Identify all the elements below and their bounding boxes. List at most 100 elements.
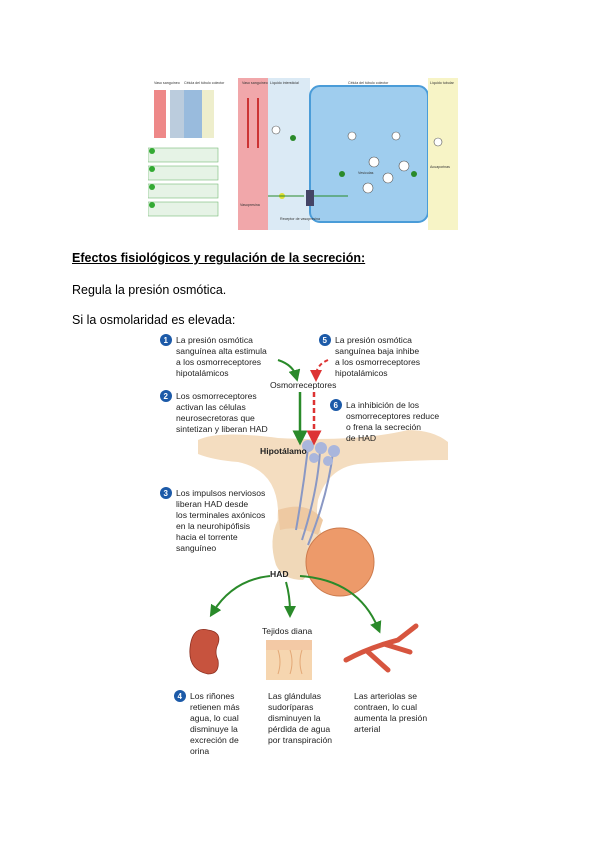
vesicle bbox=[398, 160, 410, 172]
arrow-to-kidney bbox=[209, 575, 271, 618]
hypothalamus-label: Hipotálamo bbox=[260, 446, 307, 456]
arrow-to-arterioles bbox=[299, 575, 382, 634]
step-2-number: 2 bbox=[164, 392, 169, 401]
skin-top bbox=[266, 640, 312, 650]
label-vaso: Vaso sanguíneo bbox=[154, 81, 180, 85]
step-2-badge bbox=[160, 390, 172, 402]
step-1-line: hipotalámicos bbox=[176, 368, 229, 378]
glands-line: sudoríparas bbox=[268, 702, 313, 712]
arrow-to-glands bbox=[283, 581, 296, 618]
step-4-number: 4 bbox=[178, 692, 183, 701]
osmoreceptors-label: Osmorreceptores bbox=[270, 380, 336, 390]
neuron-body bbox=[323, 456, 333, 466]
step-6-line: de HAD bbox=[346, 433, 376, 443]
hypothalamus-shape bbox=[198, 430, 448, 559]
label-interstitial: Líquido intersticial bbox=[270, 81, 299, 85]
step-1-line: La presión osmótica bbox=[176, 335, 253, 345]
label-cell: Célula del túbulo colector bbox=[348, 81, 389, 85]
vesicle bbox=[362, 182, 374, 194]
step-1-number: 1 bbox=[164, 336, 169, 345]
blood-vessel bbox=[238, 78, 268, 230]
step-2-line: neurosecretoras que bbox=[176, 413, 255, 423]
step-6-line: La inhibición de los bbox=[346, 400, 419, 410]
mini-interstitial bbox=[170, 90, 184, 138]
arrow-red-to-osmo bbox=[310, 359, 329, 382]
step-5-line: a los osmorreceptores bbox=[335, 357, 420, 367]
paragraph-osmotic: Regula la presión osmótica. bbox=[72, 283, 227, 297]
label-receptor: Receptor de vasopresina bbox=[280, 217, 320, 221]
step-dot-2 bbox=[149, 166, 155, 172]
step-6-badge bbox=[330, 399, 342, 411]
kidney-icon bbox=[189, 629, 220, 675]
glands-line: disminuyen la bbox=[268, 713, 321, 723]
water-molecule bbox=[433, 137, 443, 147]
arterioles-line: Las arteriolas se bbox=[354, 691, 417, 701]
glands-text: Las glándulas sudoríparas disminuyen la … bbox=[268, 691, 333, 745]
step-4-line: orina bbox=[190, 746, 209, 756]
step-box-1 bbox=[148, 147, 219, 163]
step-3-line: hacia el torrente bbox=[176, 532, 238, 542]
label-tubular: Líquido tubular bbox=[430, 81, 455, 85]
axon bbox=[295, 447, 309, 531]
gland-ducts bbox=[277, 649, 303, 675]
mini-cell bbox=[184, 90, 202, 138]
step-3-line: los terminales axónicos bbox=[176, 510, 265, 520]
label-celula: Célula del túbulo colector bbox=[184, 81, 225, 85]
step-5-number: 5 bbox=[323, 336, 328, 345]
neuron-body bbox=[309, 453, 319, 463]
step-1-badge bbox=[160, 334, 172, 346]
tubular-fluid bbox=[428, 78, 458, 230]
step-3-number: 3 bbox=[164, 489, 169, 498]
step-4-line: agua, lo cual bbox=[190, 713, 239, 723]
paragraph-osmolarity: Si la osmolaridad es elevada: bbox=[72, 313, 236, 327]
stalk bbox=[278, 506, 323, 535]
step-4-badge bbox=[174, 690, 186, 702]
step-3-line: sanguíneo bbox=[176, 543, 216, 553]
water-molecule bbox=[271, 125, 281, 135]
step-dot-4 bbox=[149, 202, 155, 208]
step-3-text: Los impulsos nerviosos liberan HAD desde… bbox=[176, 488, 268, 553]
step-box-3 bbox=[148, 183, 219, 199]
step-box-4 bbox=[148, 201, 219, 217]
label-vessel: Vaso sanguíneo bbox=[242, 81, 268, 85]
step-box-2 bbox=[148, 165, 219, 181]
had-regulation-diagram: 1 La presión osmótica sanguínea alta est… bbox=[160, 334, 448, 756]
tubule-cell bbox=[309, 85, 429, 223]
interstitial-fluid bbox=[268, 78, 310, 230]
glands-line: por transpiración bbox=[268, 735, 332, 745]
neuron-body bbox=[315, 442, 327, 454]
step-2-line: activan las células bbox=[176, 402, 246, 412]
skin-gland-icon bbox=[266, 640, 312, 680]
step-3-line: en la neurohipófisis bbox=[176, 521, 250, 531]
label-acuaporinas: Acuaporinas bbox=[430, 165, 450, 169]
neurohypophysis bbox=[272, 520, 310, 580]
glands-line: Las glándulas bbox=[268, 691, 321, 701]
step-5-line: sanguínea baja inhibe bbox=[335, 346, 419, 356]
receptor-shape bbox=[306, 190, 314, 206]
step-6-line: osmorreceptores reduce bbox=[346, 411, 439, 421]
step-5-badge bbox=[319, 334, 331, 346]
step-2-line: sintetizan y liberan HAD bbox=[176, 424, 268, 434]
mini-lumen bbox=[202, 90, 214, 138]
section-heading: Efectos fisiológicos y regulación de la … bbox=[72, 251, 366, 265]
step-dot-1 bbox=[149, 148, 155, 154]
neuron-body bbox=[328, 445, 340, 457]
arrow-green-to-osmo bbox=[277, 359, 301, 382]
step-4-text: Los riñones retienen más agua, lo cual d… bbox=[190, 691, 242, 756]
arterioles-line: aumenta la presión bbox=[354, 713, 427, 723]
step-2-line: Los osmorreceptores bbox=[176, 391, 257, 401]
step-6-text: La inhibición de los osmorreceptores red… bbox=[346, 400, 442, 443]
arterioles-line: arterial bbox=[354, 724, 380, 734]
vesicle bbox=[368, 156, 380, 168]
step-1-line: sanguínea alta estimula bbox=[176, 346, 267, 356]
label-vasopresina: Vasopresina bbox=[240, 203, 260, 207]
vesicle bbox=[382, 172, 394, 184]
mini-vessel bbox=[154, 90, 166, 138]
arterioles-line: contraen, lo cual bbox=[354, 702, 417, 712]
step-5-line: hipotalámicos bbox=[335, 368, 388, 378]
arterioles-text: Las arteriolas se contraen, lo cual aume… bbox=[354, 691, 429, 734]
skin-body bbox=[266, 650, 312, 680]
step-4-line: retienen más bbox=[190, 702, 240, 712]
water-molecule bbox=[391, 131, 401, 141]
label-vesiculas: Vesículas bbox=[358, 171, 374, 175]
